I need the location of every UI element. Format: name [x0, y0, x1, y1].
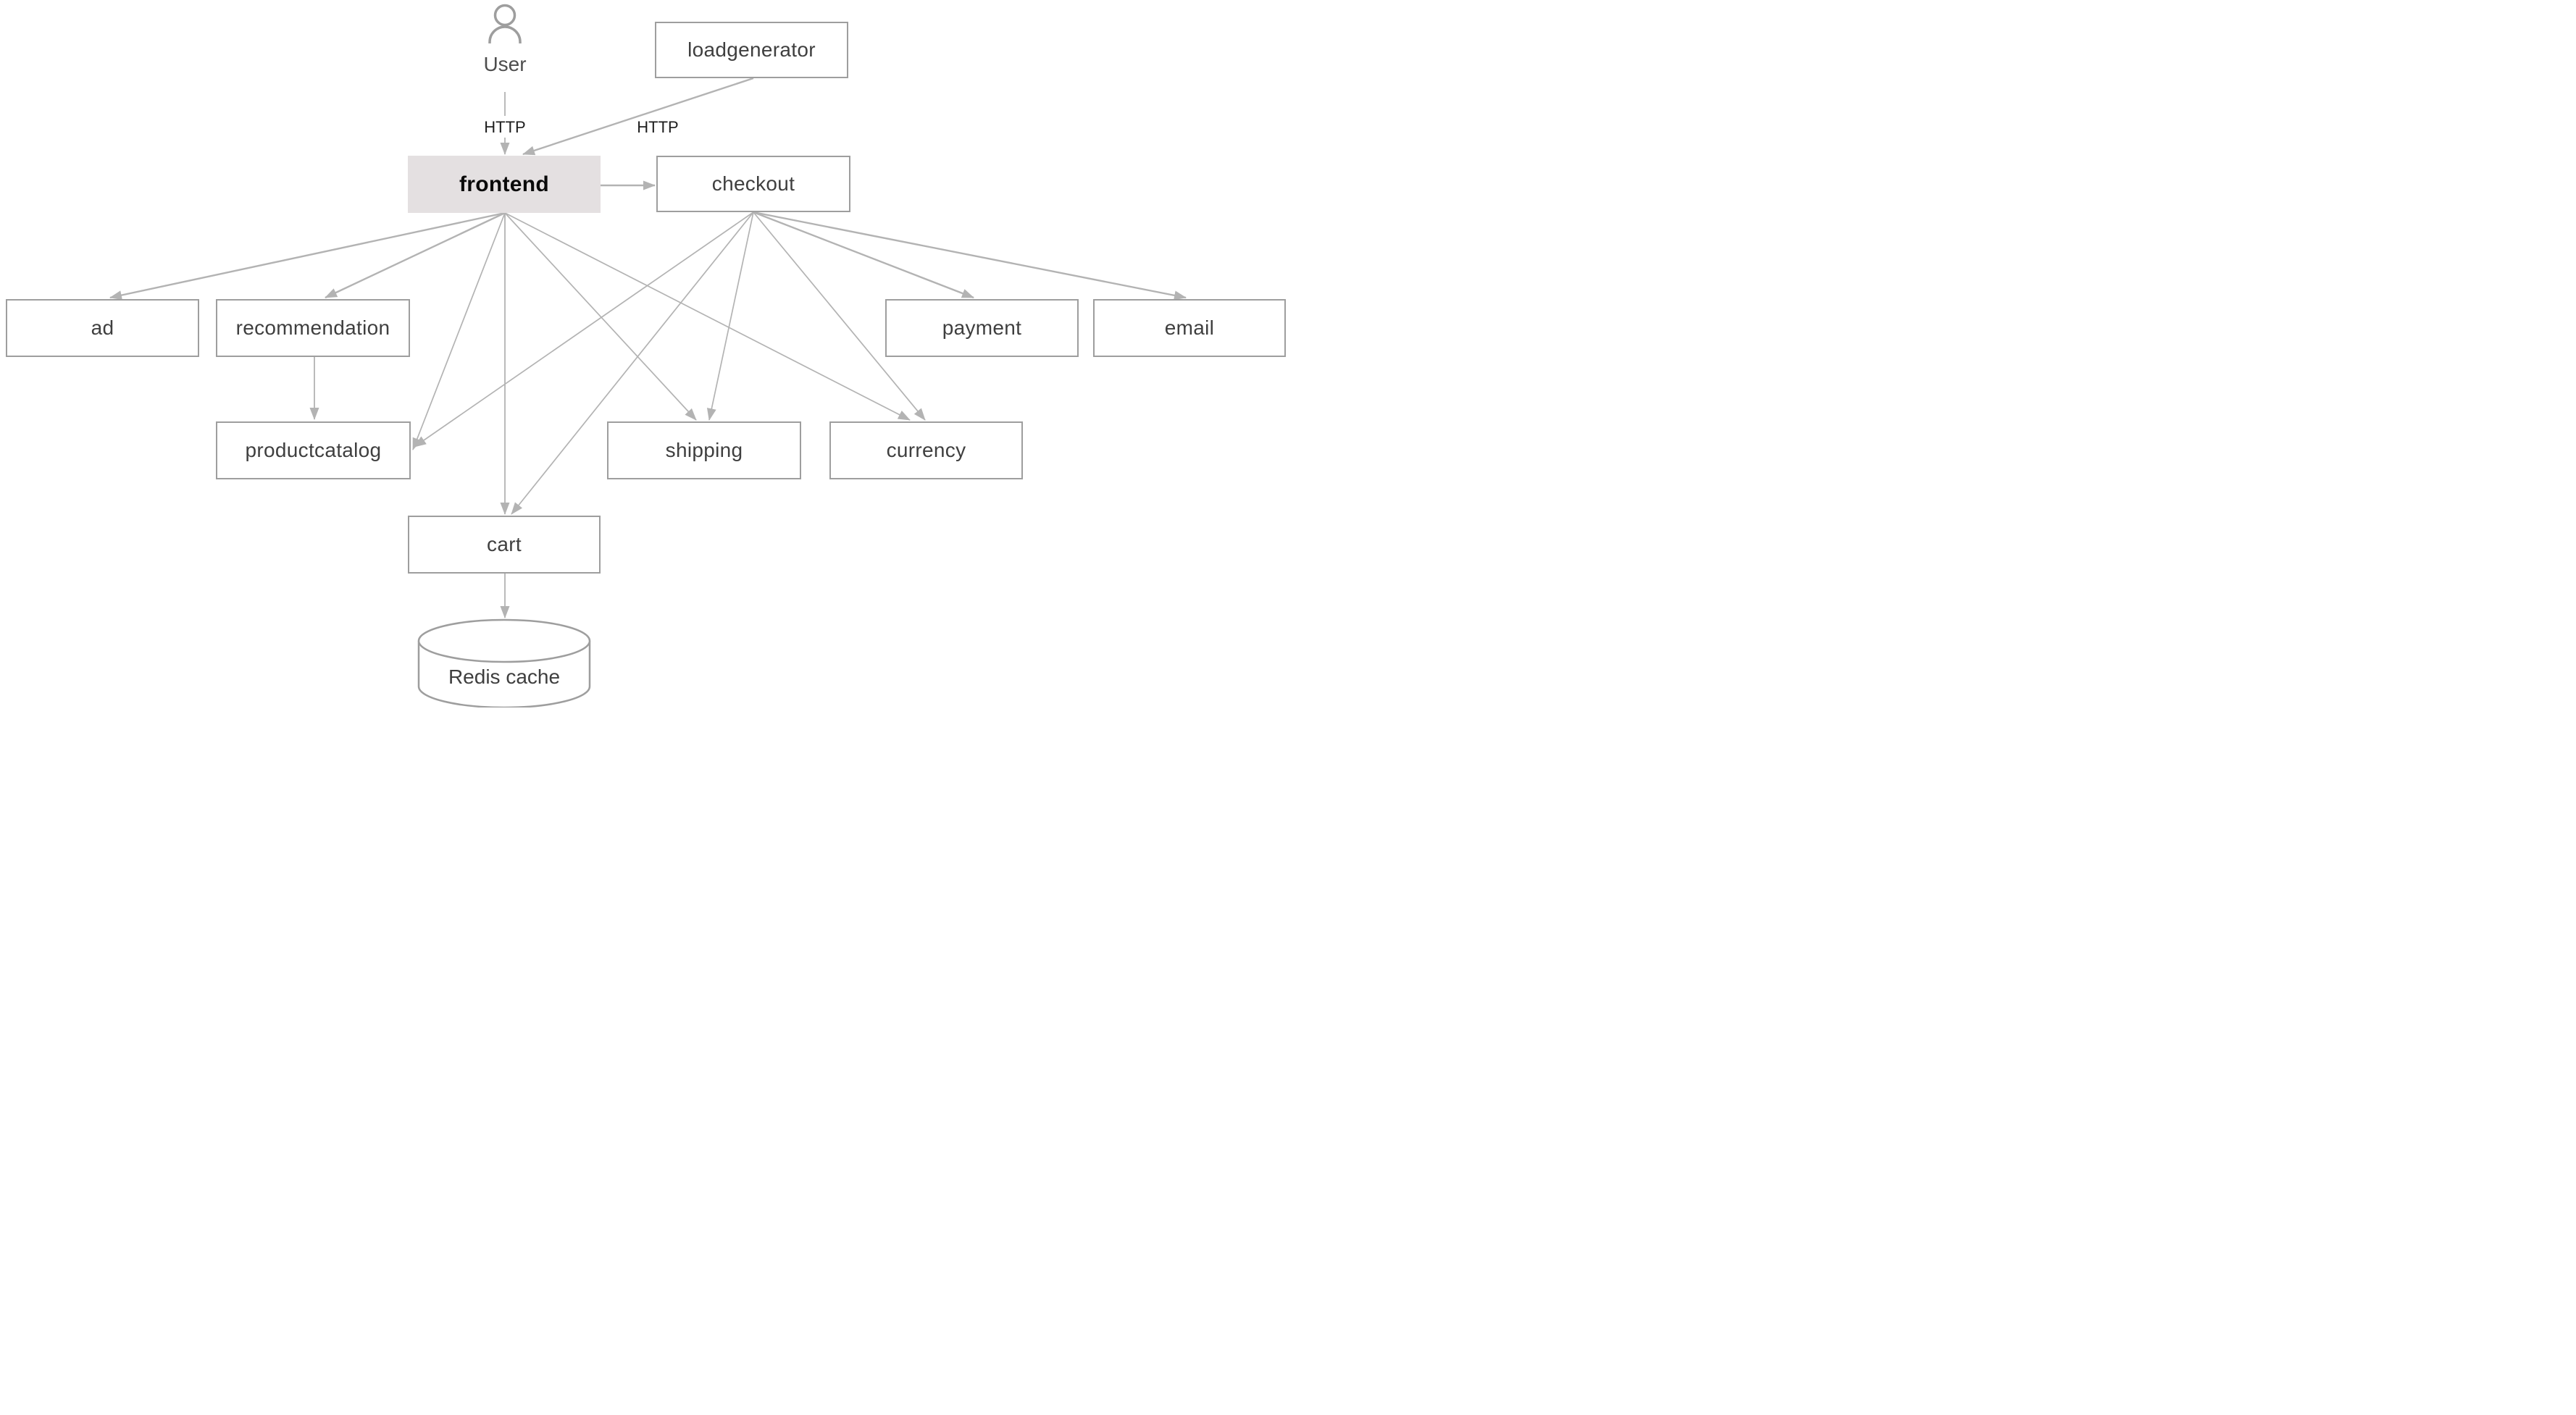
- edge-checkout-payment: [753, 211, 974, 299]
- node-checkout: checkout: [656, 156, 850, 212]
- node-shipping: shipping: [607, 421, 801, 479]
- architecture-diagram: User HTTP HTTP loadgenerator frontend ch…: [0, 0, 1288, 708]
- edge-frontend-recommendation: [325, 211, 506, 299]
- edge-frontend-ad: [109, 211, 506, 300]
- node-currency: currency: [829, 421, 1023, 479]
- redis-cylinder: [417, 618, 591, 708]
- edge-loadgenerator-frontend: [522, 77, 754, 156]
- edge-frontend-currency: [504, 212, 911, 421]
- edge-checkout-productcatalog: [414, 211, 754, 448]
- user-actor-label: User: [483, 53, 527, 75]
- node-frontend: frontend: [408, 156, 601, 213]
- node-payment: payment: [885, 299, 1079, 357]
- http-label-loadgenerator: HTTP: [637, 118, 679, 136]
- node-ad: ad: [6, 299, 199, 357]
- node-email: email: [1093, 299, 1286, 357]
- edge-checkout-email: [753, 211, 1187, 301]
- edges-layer: [109, 4, 1187, 708]
- user-icon: [488, 4, 522, 43]
- node-productcatalog: productcatalog: [216, 421, 411, 479]
- node-redis-label: Redis cache: [448, 665, 561, 688]
- edge-frontend-shipping: [504, 212, 697, 421]
- edge-checkout-currency: [753, 211, 926, 421]
- edge-checkout-shipping: [706, 211, 754, 421]
- node-cart: cart: [408, 516, 601, 574]
- node-recommendation: recommendation: [216, 299, 410, 357]
- edge-frontend-productcatalog: [412, 212, 506, 450]
- edge-checkout-cart: [511, 211, 754, 515]
- http-label-user: HTTP: [484, 118, 526, 136]
- node-loadgenerator: loadgenerator: [655, 22, 848, 78]
